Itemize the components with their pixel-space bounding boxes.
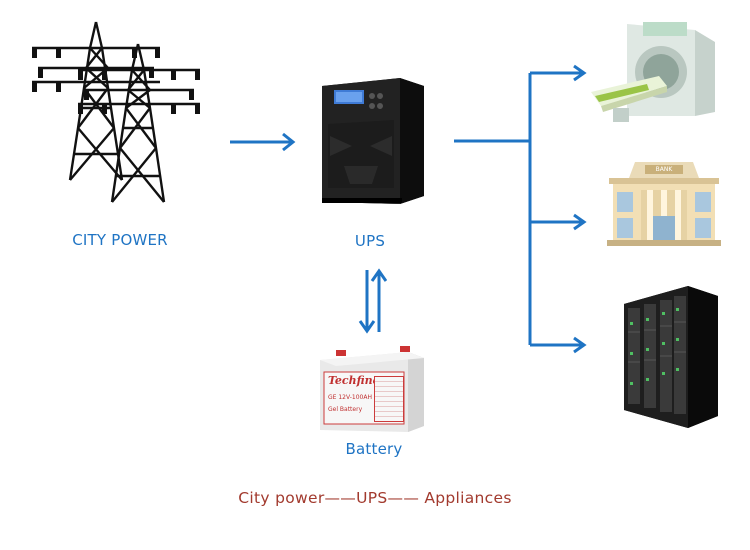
battery-icon: Techfine GE 12V-100AH Gel Battery bbox=[316, 346, 428, 432]
battery-type: Gel Battery bbox=[328, 406, 363, 413]
battery-brand: Techfine bbox=[328, 374, 380, 387]
arrow-ups-battery bbox=[358, 268, 387, 334]
arrow-distribution bbox=[454, 64, 587, 354]
battery-model: GE 12V-100AH bbox=[328, 394, 372, 401]
battery-spec-box bbox=[374, 376, 404, 422]
city-power-label: CITY POWER bbox=[72, 231, 168, 249]
arrow-to-ups bbox=[230, 132, 296, 152]
diagram-caption: City power——UPS—— Appliances bbox=[238, 489, 512, 507]
bank-building-icon: BANK bbox=[607, 160, 721, 246]
ups-label: UPS bbox=[354, 232, 386, 250]
transmission-tower-icon bbox=[32, 21, 200, 203]
ups-icon bbox=[322, 78, 424, 204]
medical-scanner-icon bbox=[591, 22, 715, 122]
server-rack-icon bbox=[624, 286, 718, 428]
battery-label: Battery bbox=[345, 440, 403, 458]
bank-sign: BANK bbox=[655, 166, 673, 173]
